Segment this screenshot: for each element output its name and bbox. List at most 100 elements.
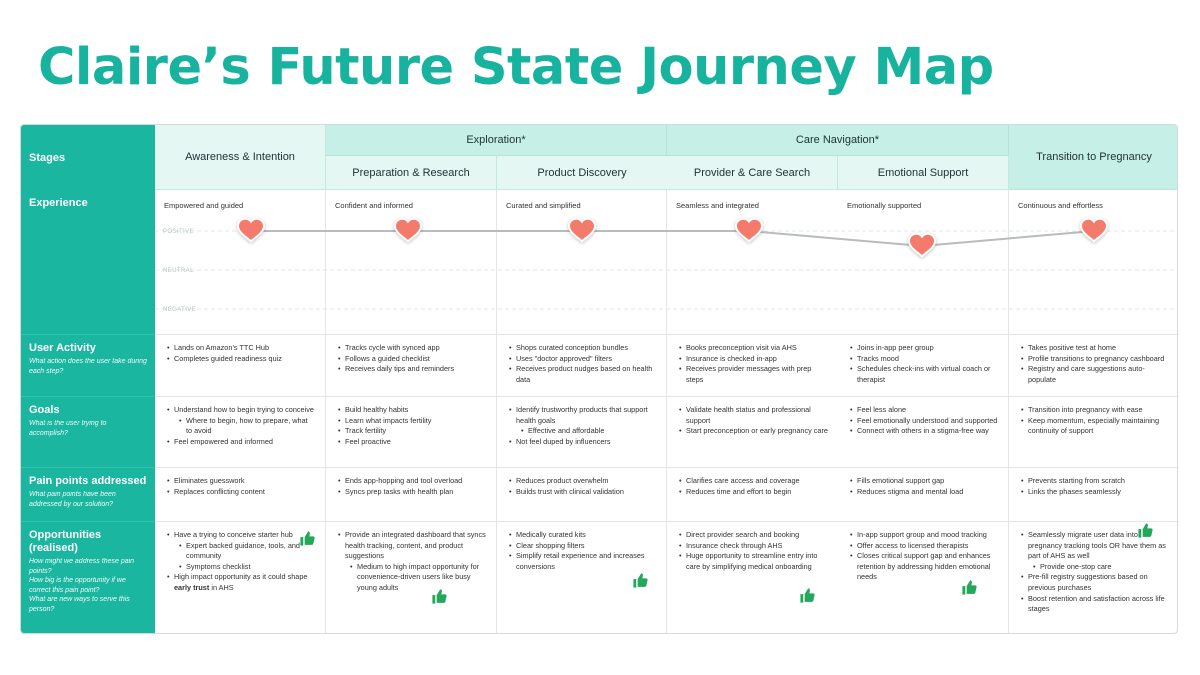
list-item: Expert backed guidance, tools, and commu… [167,541,315,562]
list-item: Medically curated kits [509,530,656,541]
experience-label: Confident and informed [335,201,413,210]
goals-cell: Feel less aloneFeel emotionally understo… [838,397,1009,468]
opportunities-cell: Have a trying to conceive starter hubExp… [155,522,326,633]
list-item: Medium to high impact opportunity for co… [338,562,486,594]
list-item: Reduces time and effort to begin [679,487,828,498]
list-item: Identify trustworthy products that suppo… [509,405,656,426]
journey-grid: Stages Awareness & Intention Exploration… [21,125,1177,633]
pain-list: Reduces product overwhelmBuilds trust wi… [497,468,666,501]
experience-label: Empowered and guided [164,201,244,210]
experience-cell: Seamless and integrated [667,190,838,335]
experience-label: Curated and simplified [506,201,581,210]
list-item: Reduces stigma and mental load [850,487,998,498]
list-item: Eliminates guesswork [167,476,315,487]
list-item: Insurance check through AHS [679,541,828,552]
list-item: Ends app-hopping and tool overload [338,476,486,487]
opportunities-row-label: Opportunities (realised) How might we add… [21,522,155,633]
thumbs-up-icon [431,588,448,605]
list-item: Effective and affordable [509,426,656,437]
list-item: Huge opportunity to streamline entry int… [679,551,828,572]
activity-cell: Joins in-app peer groupTracks moodSchedu… [838,335,1009,397]
activity-cell: Lands on Amazon’s TTC HubCompletes guide… [155,335,326,397]
list-item: Symptoms checklist [167,562,315,573]
list-item: Profile transitions to pregnancy cashboa… [1021,354,1168,365]
list-item: Have a trying to conceive starter hub [167,530,315,541]
list-item: Receives product nudges based on health … [509,364,656,385]
experience-cell: Confident and informed [326,190,497,335]
list-item-continued: early trust in AHS [167,583,315,594]
list-item: Simplify retail experience and increases… [509,551,656,572]
pain-list: Ends app-hopping and tool overloadSyncs … [326,468,496,501]
list-item: Start preconception or early pregnancy c… [679,426,828,437]
experience-cell: Curated and simplified [497,190,667,335]
pain-list: Fills emotional support gapReduces stigm… [838,468,1008,501]
stage-name: Awareness & Intention [185,151,295,163]
pain-cell: Clarifies care access and coverageReduce… [667,468,838,522]
list-item: Replaces conflicting content [167,487,315,498]
pain-cell: Reduces product overwhelmBuilds trust wi… [497,468,667,522]
goals-list: Build healthy habitsLearn what impacts f… [326,397,496,451]
pain-cell: Eliminates guessworkReplaces conflicting… [155,468,326,522]
list-item: Uses "doctor approved" filters [509,354,656,365]
list-item: Links the phases seamlessly [1021,487,1168,498]
list-item: Completes guided readiness quiz [167,354,315,365]
group-header-care-navigation: Care Navigation* [667,125,1009,156]
goals-list: Feel less aloneFeel emotionally understo… [838,397,1008,441]
activity-list: Takes positive test at homeProfile trans… [1009,335,1177,389]
experience-cell: Continuous and effortless [1009,190,1177,335]
pain-cell: Ends app-hopping and tool overloadSyncs … [326,468,497,522]
list-item: Offer access to licensed therapists [850,541,998,552]
goals-list: Identify trustworthy products that suppo… [497,397,666,451]
row-description: How might we address these pain points? … [29,558,135,613]
list-item: Validate health status and professional … [679,405,828,426]
thumbs-up-icon [1137,522,1154,539]
stage-header-preparation: Preparation & Research [326,156,497,190]
list-item: Transition into pregnancy with ease [1021,405,1168,416]
stage-header-provider-search: Provider & Care Search [667,156,838,190]
activity-list: Tracks cycle with synced appFollows a gu… [326,335,496,379]
list-item: Registry and care suggestions auto-popul… [1021,364,1168,385]
stage-name: Product Discovery [537,166,627,179]
thumbs-up-icon [799,587,816,604]
row-title: Opportunities (realised) [29,529,102,554]
activity-cell: Takes positive test at homeProfile trans… [1009,335,1177,397]
group-name: Exploration* [466,134,526,146]
opportunities-cell: In-app support group and mood trackingOf… [838,522,1009,633]
row-description: What action does the user take during ea… [29,358,147,375]
goals-list: Transition into pregnancy with easeKeep … [1009,397,1177,441]
group-header-exploration: Exploration* [326,125,667,156]
experience-label: Continuous and effortless [1018,201,1103,210]
list-item: Syncs prep tasks with health plan [338,487,486,498]
goals-list: Understand how to begin trying to concei… [155,397,325,451]
page-title: Claire’s Future State Journey Map [38,38,994,97]
list-item: Feel empowered and informed [167,437,315,448]
experience-label: Emotionally supported [847,201,922,210]
stages-row-label: Stages [21,125,155,190]
stage-name: Provider & Care Search [693,166,811,179]
opportunities-cell: Seamlessly migrate user data into pregna… [1009,522,1177,633]
goals-cell: Identify trustworthy products that suppo… [497,397,667,468]
row-title: Pain points addressed [29,475,147,487]
opportunities-list: Direct provider search and bookingInsura… [667,522,838,576]
list-item: Pre-fill registry suggestions based on p… [1021,572,1168,593]
activity-list: Books preconception visit via AHSInsuran… [667,335,838,389]
opportunities-list: In-app support group and mood trackingOf… [838,522,1008,587]
list-item: Understand how to begin trying to concei… [167,405,315,416]
goals-cell: Validate health status and professional … [667,397,838,468]
list-item: Receives provider messages with prep ste… [679,364,828,385]
row-title: Goals [29,404,60,416]
list-item: Joins in-app peer group [850,343,998,354]
activity-list: Lands on Amazon’s TTC HubCompletes guide… [155,335,325,368]
list-item: Keep momentum, especially maintaining co… [1021,416,1168,437]
activity-cell: Books preconception visit via AHSInsuran… [667,335,838,397]
goals-cell: Understand how to begin trying to concei… [155,397,326,468]
list-item: Insurance is checked in-app [679,354,828,365]
goals-list: Validate health status and professional … [667,397,838,441]
list-item: Reduces product overwhelm [509,476,656,487]
group-name: Care Navigation* [795,134,880,146]
stage-header-transition: Transition to Pregnancy [1009,125,1177,190]
opportunities-cell: Direct provider search and bookingInsura… [667,522,838,633]
